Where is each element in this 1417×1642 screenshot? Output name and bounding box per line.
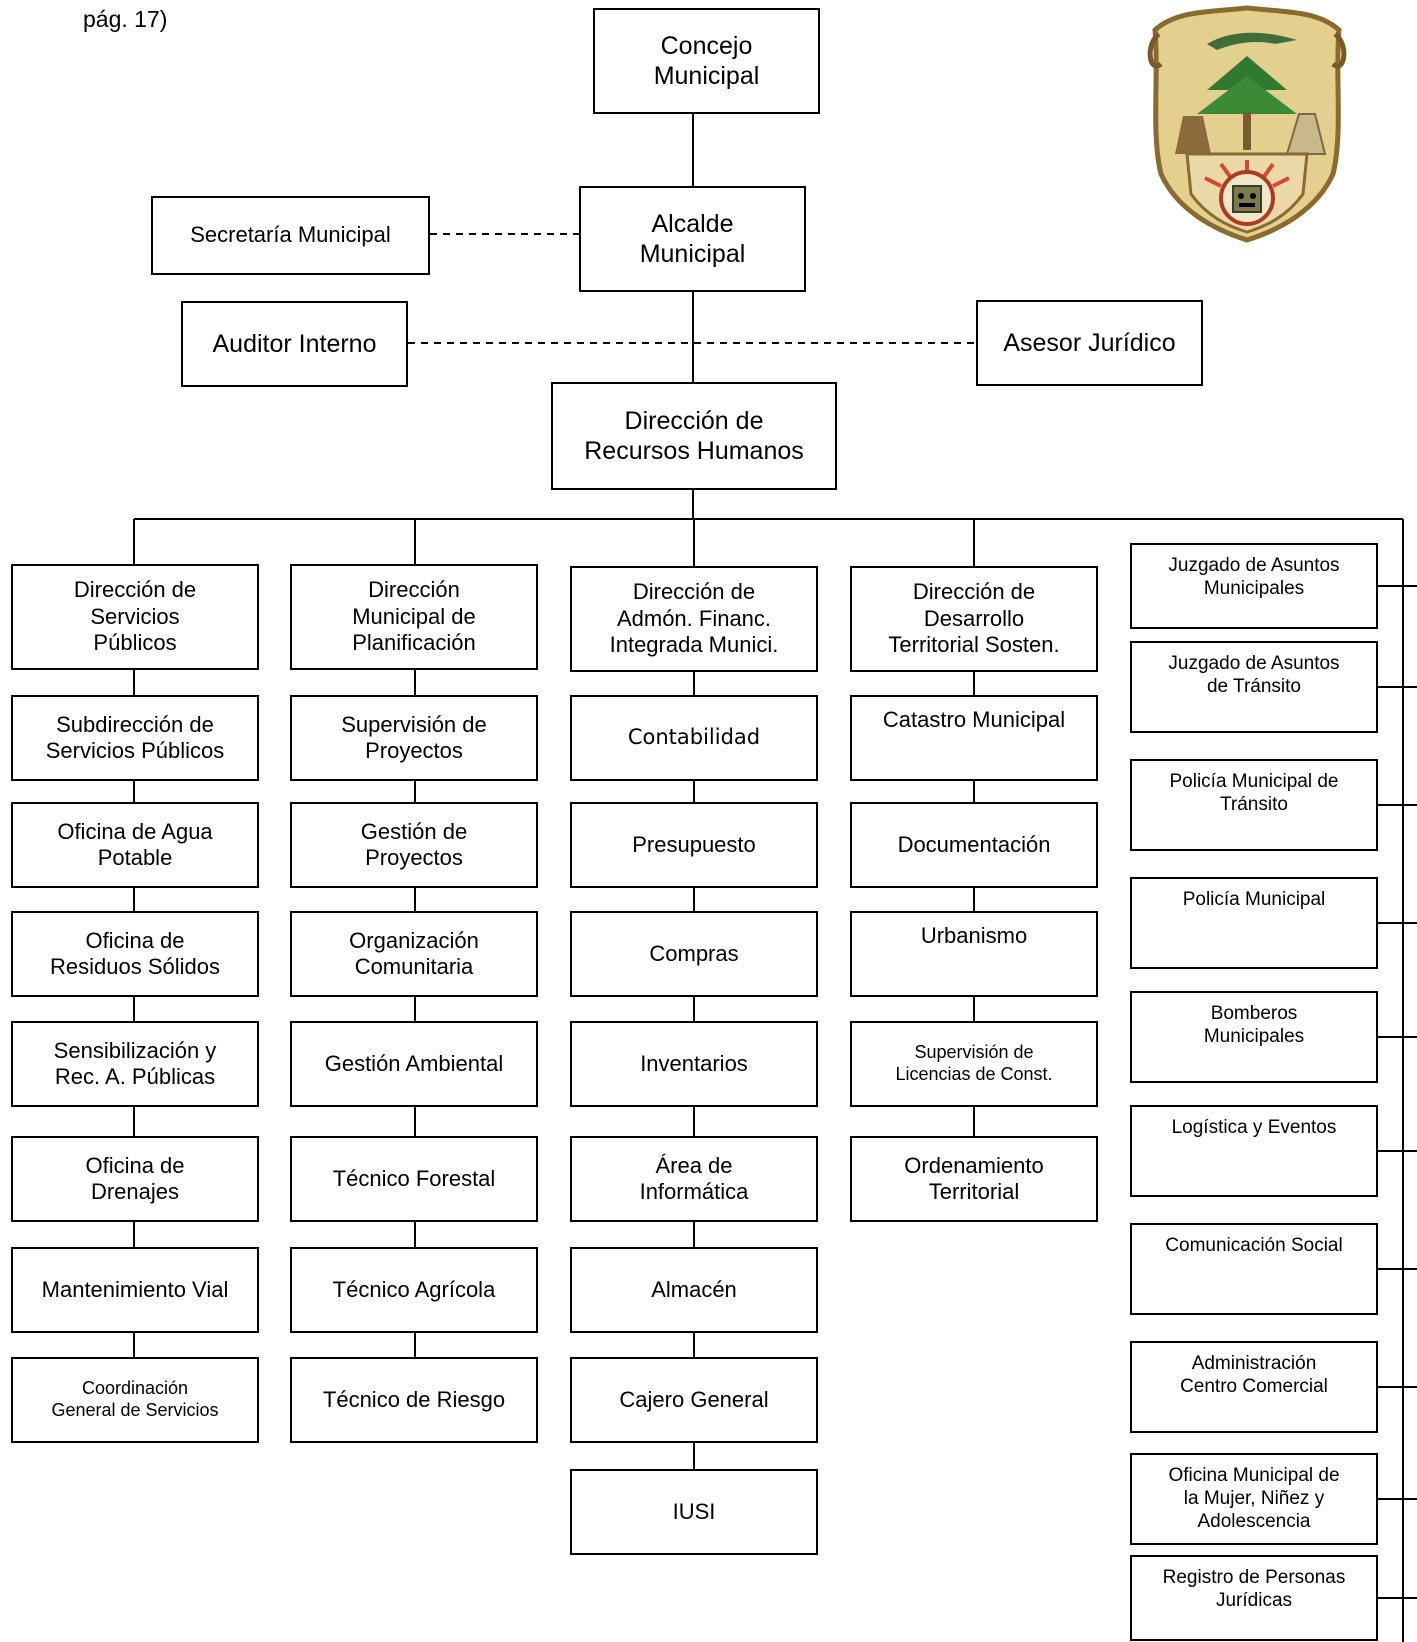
column-4-item-2-box: Documentación bbox=[850, 802, 1098, 888]
concejo-municipal-box: Concejo Municipal bbox=[593, 8, 820, 114]
column-3-item-7-box: Cajero General bbox=[570, 1357, 818, 1443]
column-1-head-box: Dirección de Servicios Públicos bbox=[11, 564, 259, 670]
column-2-item-3-box: Organización Comunitaria bbox=[290, 911, 538, 997]
column-2-head-box: Dirección Municipal de Planificación bbox=[290, 564, 538, 670]
auditor-interno-box: Auditor Interno bbox=[181, 301, 408, 387]
side-unit-2-box: Juzgado de Asuntos de Tránsito bbox=[1130, 641, 1378, 733]
column-3-head-box: Dirección de Admón. Financ. Integrada Mu… bbox=[570, 566, 818, 672]
column-1-item-2-box: Oficina de Agua Potable bbox=[11, 802, 259, 888]
column-2-item-5-box: Técnico Forestal bbox=[290, 1136, 538, 1222]
asesor-juridico-box: Asesor Jurídico bbox=[976, 300, 1203, 386]
column-4-head-box: Dirección de Desarrollo Territorial Sost… bbox=[850, 566, 1098, 672]
column-2-item-4-box: Gestión Ambiental bbox=[290, 1021, 538, 1107]
page-note: pág. 17) bbox=[83, 6, 168, 32]
column-2-item-2-box: Gestión de Proyectos bbox=[290, 802, 538, 888]
column-1-item-1-box: Subdirección de Servicios Públicos bbox=[11, 695, 259, 781]
column-3-item-5-box: Área de Informática bbox=[570, 1136, 818, 1222]
recursos-humanos-box: Dirección de Recursos Humanos bbox=[551, 382, 837, 490]
alcalde-municipal-box: Alcalde Municipal bbox=[579, 186, 806, 292]
column-1-item-5-box: Oficina de Drenajes bbox=[11, 1136, 259, 1222]
column-4-item-3-box: Urbanismo bbox=[850, 911, 1098, 997]
column-3-item-1-box: Contabilidad bbox=[570, 695, 818, 781]
column-1-item-7-box: Coordinación General de Servicios bbox=[11, 1357, 259, 1443]
column-3-item-8-box: IUSI bbox=[570, 1469, 818, 1555]
column-4-item-5-box: Ordenamiento Territorial bbox=[850, 1136, 1098, 1222]
side-unit-5-box: Bomberos Municipales bbox=[1130, 991, 1378, 1083]
column-4-item-4-box: Supervisión de Licencias de Const. bbox=[850, 1021, 1098, 1107]
column-3-item-2-box: Presupuesto bbox=[570, 802, 818, 888]
side-unit-7-box: Comunicación Social bbox=[1130, 1223, 1378, 1315]
side-unit-6-box: Logística y Eventos bbox=[1130, 1105, 1378, 1197]
secretaria-municipal-box: Secretaría Municipal bbox=[151, 196, 430, 275]
column-2-item-6-box: Técnico Agrícola bbox=[290, 1247, 538, 1333]
side-unit-9-box: Oficina Municipal de la Mujer, Niñez y A… bbox=[1130, 1453, 1378, 1545]
column-3-item-6-box: Almacén bbox=[570, 1247, 818, 1333]
column-1-item-3-box: Oficina de Residuos Sólidos bbox=[11, 911, 259, 997]
column-2-item-7-box: Técnico de Riesgo bbox=[290, 1357, 538, 1443]
column-1-item-4-box: Sensibilización y Rec. A. Públicas bbox=[11, 1021, 259, 1107]
side-unit-10-box: Registro de Personas Jurídicas bbox=[1130, 1555, 1378, 1641]
side-unit-4-box: Policía Municipal bbox=[1130, 877, 1378, 969]
coat-of-arms-emblem bbox=[1147, 5, 1347, 243]
side-unit-8-box: Administración Centro Comercial bbox=[1130, 1341, 1378, 1433]
column-4-item-1-box: Catastro Municipal bbox=[850, 695, 1098, 781]
side-unit-3-box: Policía Municipal de Tránsito bbox=[1130, 759, 1378, 851]
side-unit-1-box: Juzgado de Asuntos Municipales bbox=[1130, 543, 1378, 629]
column-3-item-4-box: Inventarios bbox=[570, 1021, 818, 1107]
column-3-item-3-box: Compras bbox=[570, 911, 818, 997]
column-2-item-1-box: Supervisión de Proyectos bbox=[290, 695, 538, 781]
column-1-item-6-box: Mantenimiento Vial bbox=[11, 1247, 259, 1333]
